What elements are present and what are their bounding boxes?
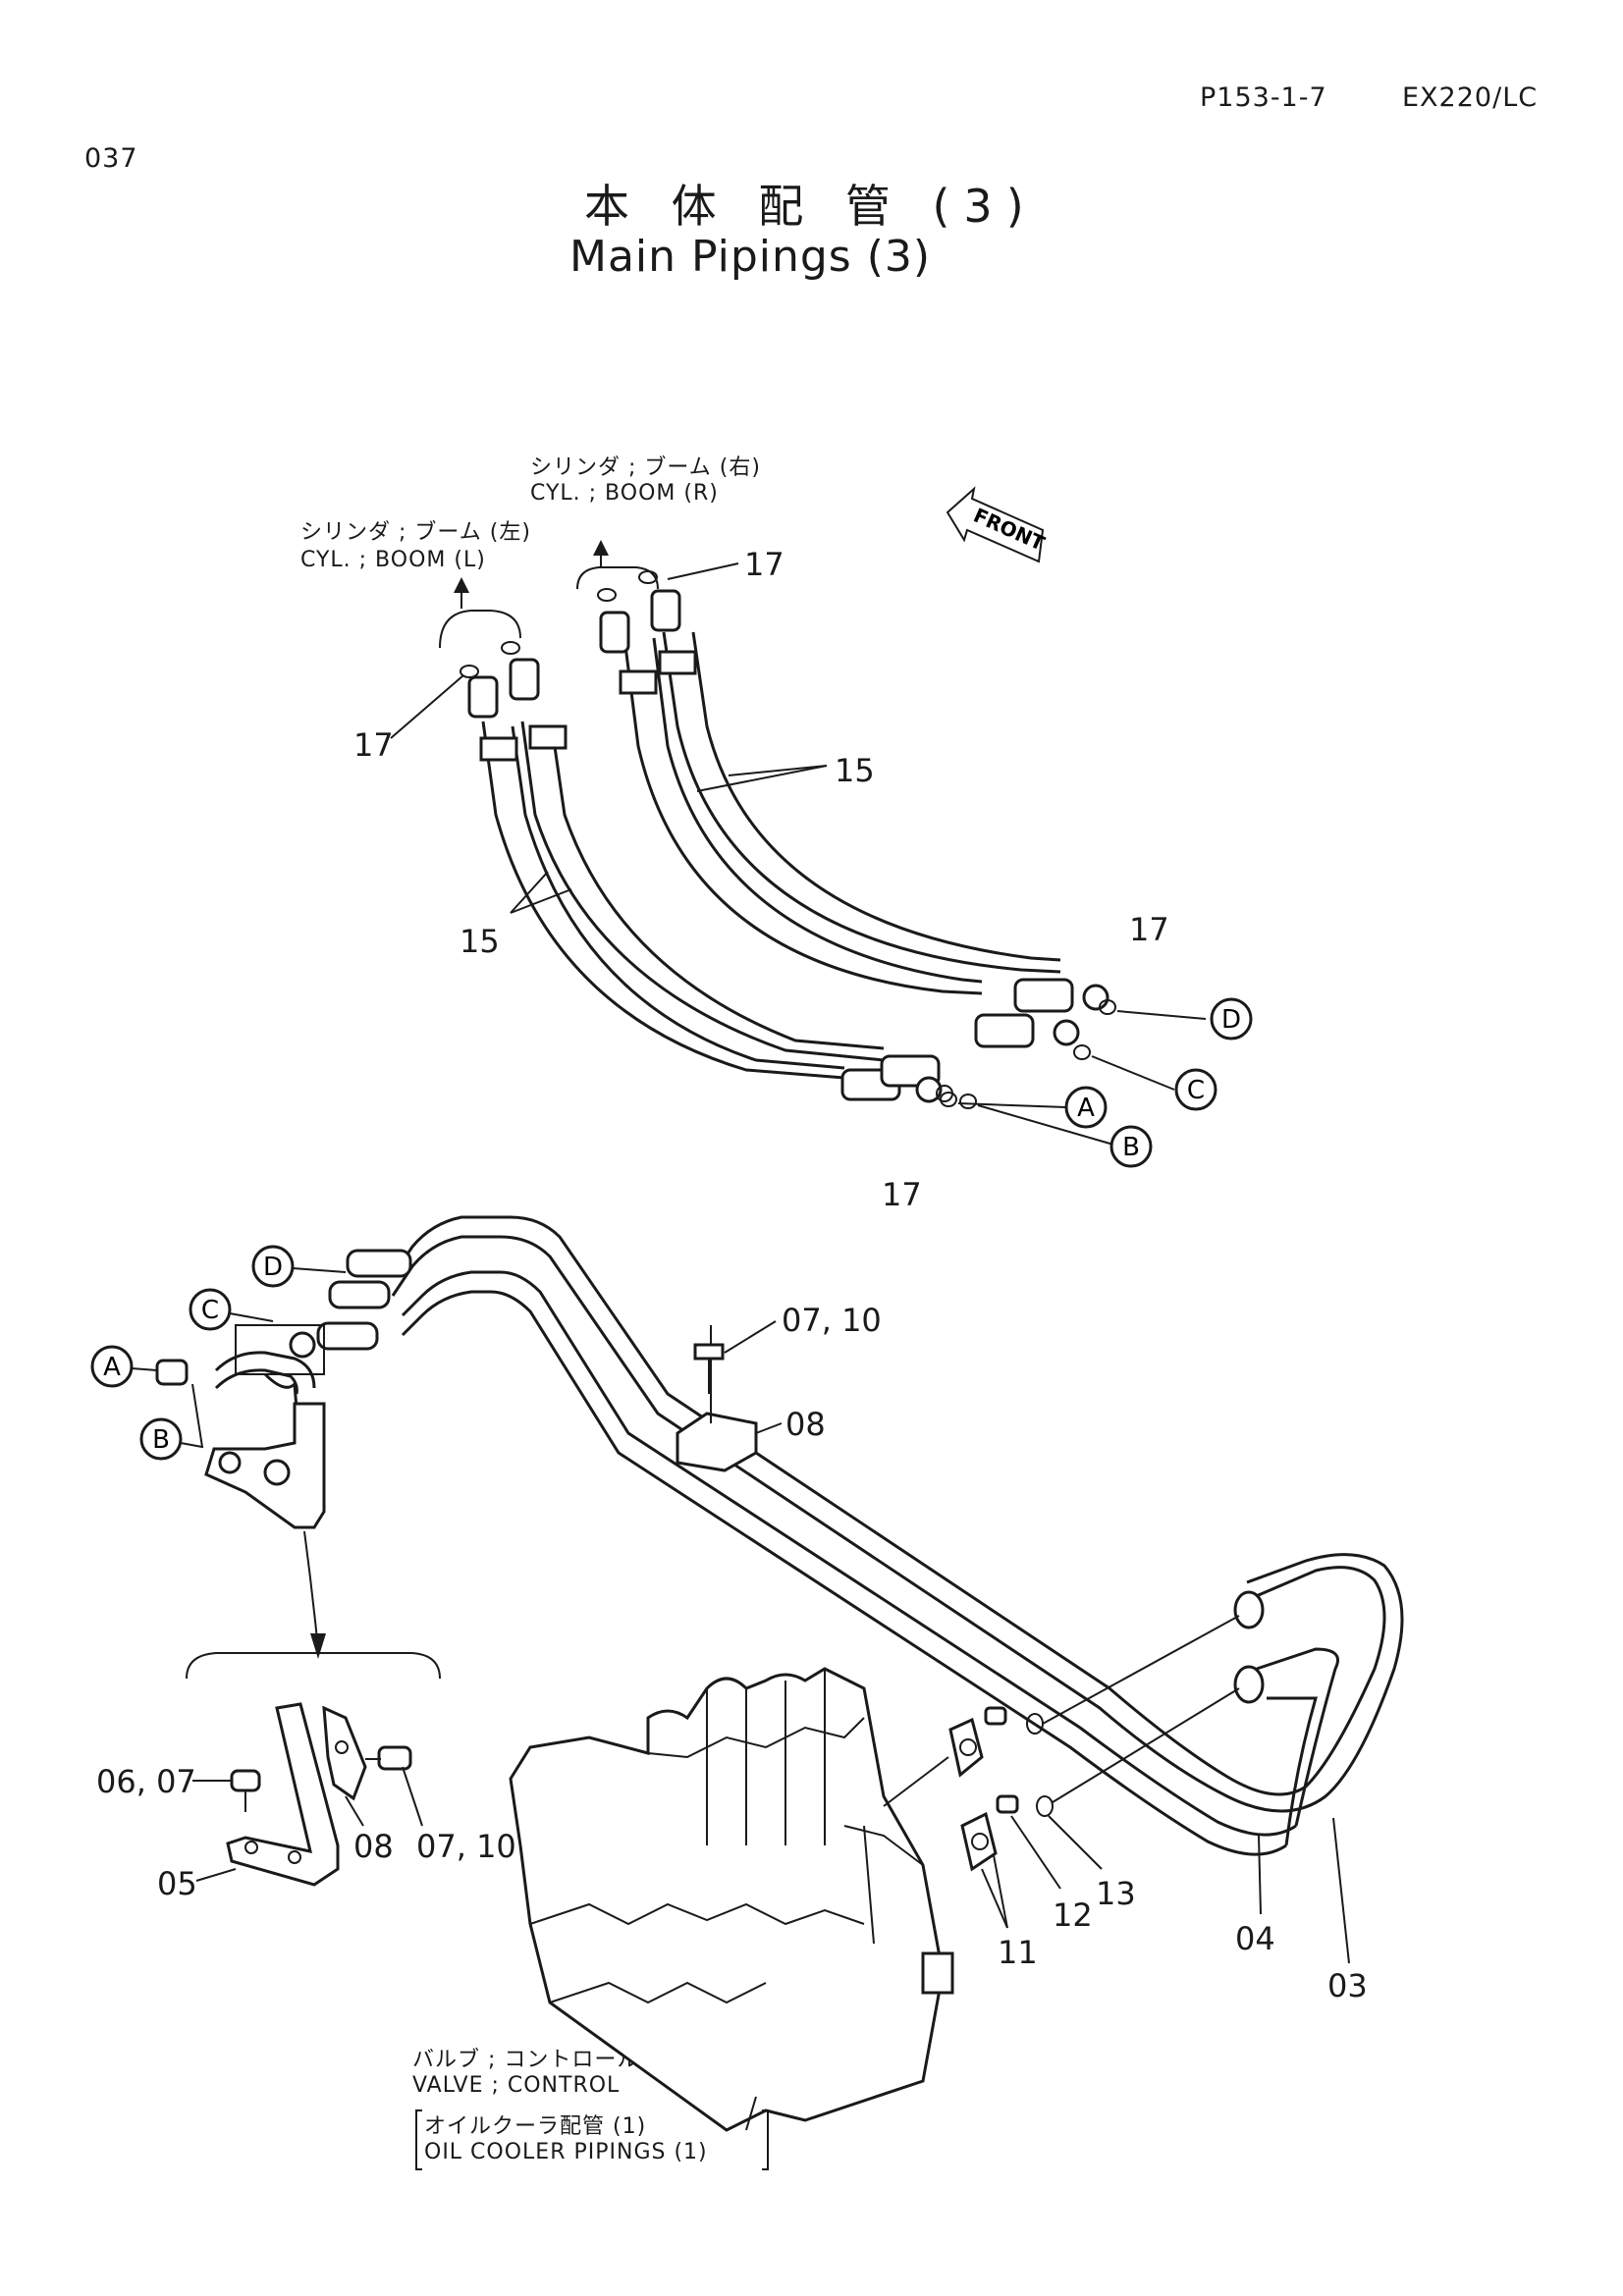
- control-valve: [509, 1667, 954, 2132]
- hose-15-right-pair: [599, 589, 1109, 1048]
- callout-05: 05: [157, 1865, 197, 1902]
- svg-text:B: B: [152, 1425, 170, 1455]
- bolt-07-icon: [693, 1343, 725, 1361]
- connection-a-upper: A: [1064, 1086, 1108, 1129]
- flange-11-upper: [948, 1706, 1007, 1778]
- callout-04: 04: [1235, 1920, 1275, 1957]
- page-title: Main Pipings (3): [569, 232, 932, 282]
- connection-c-upper: C: [1174, 1068, 1217, 1111]
- valve-label-jp: バルブ ; コントロール: [412, 2048, 640, 2072]
- oring-17-left-a: [460, 665, 479, 678]
- oring-17-b: [959, 1094, 977, 1109]
- flange-11-lower: [960, 1794, 1019, 1872]
- clamp-08: [676, 1412, 758, 1472]
- callout-15-left: 15: [460, 923, 500, 960]
- pipe-03-end-fitting: [1233, 1590, 1265, 1629]
- front-arrow-icon: FRONT: [946, 486, 1049, 563]
- connection-b-upper: B: [1109, 1125, 1153, 1168]
- oring-17-a: [940, 1092, 957, 1107]
- callout-08-detail: 08: [353, 1828, 394, 1865]
- detail-bracket-assembly: [226, 1702, 412, 1887]
- connection-c-lower: C: [189, 1288, 232, 1331]
- connection-d-upper: D: [1210, 997, 1253, 1041]
- callout-07-10-top: 07, 10: [782, 1302, 882, 1339]
- page-number: 037: [84, 143, 138, 174]
- svg-text:D: D: [263, 1253, 283, 1282]
- svg-text:A: A: [1077, 1094, 1095, 1123]
- callout-08-top: 08: [785, 1406, 826, 1443]
- left-fitting-assembly: [155, 1249, 412, 1529]
- connection-b-lower: B: [139, 1417, 183, 1461]
- boom-left-label-jp: シリンダ ; ブーム (左): [300, 520, 531, 545]
- bolt-12-icon: [996, 1794, 1019, 1814]
- callout-06-07: 06, 07: [96, 1763, 196, 1800]
- svg-text:D: D: [1221, 1005, 1241, 1035]
- note-brace-left: [415, 2109, 422, 2170]
- callout-03: 03: [1327, 1967, 1368, 2004]
- callout-17-top: 17: [744, 546, 784, 583]
- oring-17-c: [1073, 1044, 1091, 1060]
- pipe-04-end-fitting: [1233, 1665, 1265, 1704]
- bracket-05: [204, 1402, 326, 1529]
- callout-11: 11: [998, 1934, 1038, 1971]
- connection-d-lower: D: [251, 1245, 295, 1288]
- note-brace-right: [762, 2109, 769, 2170]
- oring-17-d: [1099, 999, 1116, 1015]
- oil-cooler-label: OIL COOLER PIPINGS (1): [424, 2140, 708, 2164]
- model-number: EX220/LC: [1402, 82, 1539, 113]
- oring-17-right-b: [638, 570, 658, 584]
- boom-right-label-jp: シリンダ ; ブーム (右): [530, 455, 761, 480]
- page-title-japanese: 本 体 配 管 (3): [584, 180, 1038, 233]
- arrow-up-icon: [454, 577, 469, 593]
- callout-17-right: 17: [1129, 911, 1169, 948]
- callout-07-10-detail: 07, 10: [416, 1828, 516, 1865]
- boom-left-bracket: [439, 610, 521, 649]
- callout-17-left: 17: [353, 726, 394, 764]
- svg-text:A: A: [103, 1353, 121, 1382]
- bolt-06-detail-icon: [230, 1769, 261, 1792]
- callout-12: 12: [1053, 1896, 1093, 1934]
- oil-cooler-label-jp: オイルクーラ配管 (1): [424, 2114, 647, 2139]
- bolt-07-detail-icon: [377, 1745, 412, 1771]
- page-code: P153-1-7: [1200, 82, 1327, 113]
- detail-bracket: [186, 1652, 441, 1680]
- hose-15-left-pair: [467, 658, 953, 1103]
- valve-label: VALVE ; CONTROL: [412, 2073, 621, 2098]
- callout-15-right: 15: [835, 752, 875, 789]
- connection-a-lower: A: [90, 1345, 134, 1388]
- svg-text:C: C: [201, 1296, 219, 1325]
- callout-17-bottom: 17: [882, 1176, 922, 1213]
- arrow-up-icon: [593, 540, 609, 556]
- callout-13: 13: [1096, 1875, 1136, 1912]
- boom-left-label: CYL. ; BOOM (L): [300, 548, 486, 572]
- svg-text:C: C: [1187, 1076, 1205, 1105]
- svg-text:B: B: [1122, 1133, 1140, 1162]
- oring-17-right-a: [597, 588, 617, 602]
- oring-17-left-b: [501, 641, 520, 655]
- arrow-down-icon: [310, 1633, 326, 1659]
- pipe-03-04: [391, 1215, 1404, 1856]
- oring-13-lower: [1036, 1795, 1054, 1817]
- boom-right-label: CYL. ; BOOM (R): [530, 481, 719, 506]
